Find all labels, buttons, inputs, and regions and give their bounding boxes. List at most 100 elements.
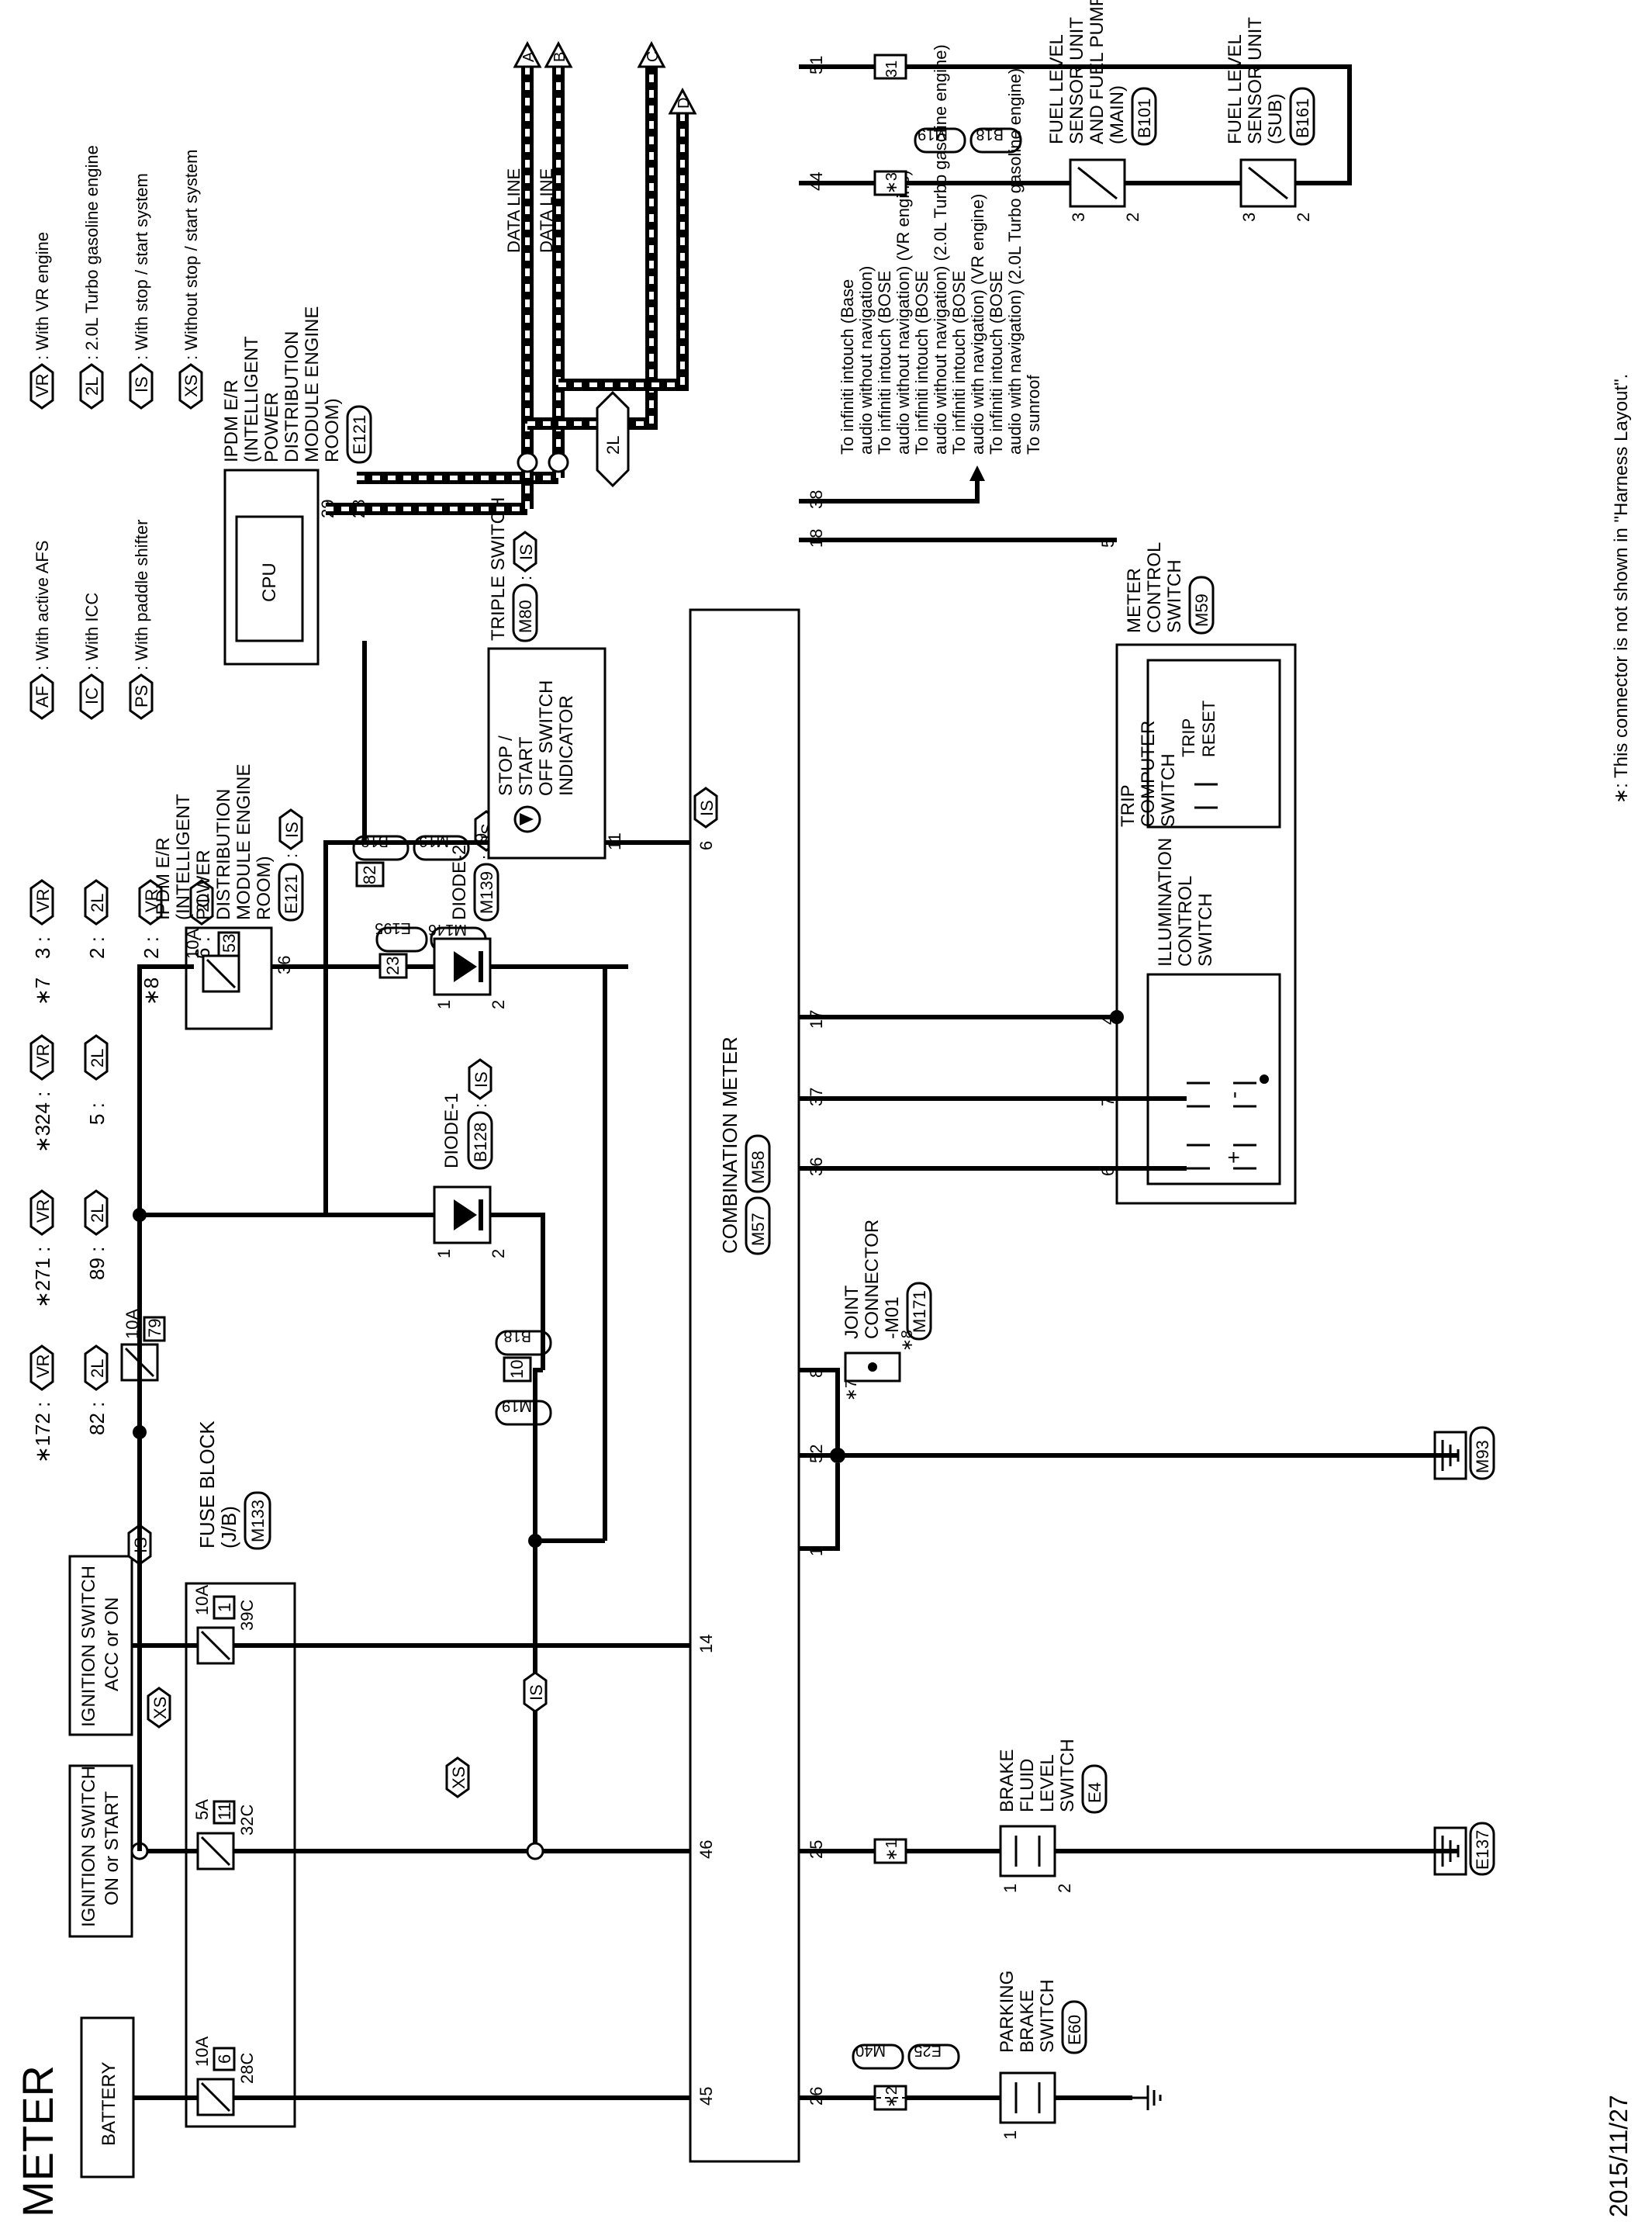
svg-text:MODULE ENGINE: MODULE ENGINE bbox=[233, 764, 254, 920]
svg-text:To infiniti intouch (BOSE: To infiniti intouch (BOSE bbox=[912, 271, 931, 455]
svg-text:DIODE-1: DIODE-1 bbox=[441, 1093, 462, 1168]
svg-text:: With stop / start system: : With stop / start system bbox=[132, 173, 151, 360]
data-line-d bbox=[558, 113, 689, 391]
connector-23 bbox=[378, 953, 408, 979]
svg-text:10A: 10A bbox=[192, 2037, 212, 2067]
joint-connector: ∗7 ∗8 JOINT CONNECTOR -M01 M171 bbox=[842, 1220, 932, 1401]
svg-text:∗7: ∗7 bbox=[31, 978, 54, 1005]
svg-text:CONTROL: CONTROL bbox=[1175, 876, 1196, 967]
svg-text:: With active AFS: : With active AFS bbox=[33, 541, 52, 671]
svg-text:ROOM): ROOM) bbox=[254, 856, 275, 920]
svg-text:PS: PS bbox=[132, 685, 151, 708]
svg-text:FUEL LEVEL: FUEL LEVEL bbox=[1046, 34, 1067, 144]
svg-text:XS: XS bbox=[150, 1697, 170, 1719]
svg-text:: Without stop / start system: : Without stop / start system bbox=[181, 150, 201, 360]
offpage-c: C bbox=[637, 40, 666, 68]
svg-text:POWER: POWER bbox=[261, 392, 282, 462]
ipdm-er-label-1: IPDM E/R (INTELLIGENT POWER DISTRIBUTION… bbox=[153, 764, 304, 922]
svg-text:PARKING: PARKING bbox=[997, 1971, 1018, 2053]
svg-text:2 :: 2 : bbox=[140, 936, 163, 959]
svg-text:B18: B18 bbox=[976, 126, 1004, 143]
svg-text:M139: M139 bbox=[477, 871, 496, 914]
legend-star8: ∗8 2 : VR 6 : 2L bbox=[138, 879, 214, 1005]
svg-text:∗1: ∗1 bbox=[31, 1435, 54, 1463]
svg-text:IPDM E/R: IPDM E/R bbox=[221, 379, 242, 462]
svg-text:A: A bbox=[520, 51, 537, 62]
notes-block: To infiniti intouch (Base audio without … bbox=[838, 44, 1043, 455]
svg-text:IC: IC bbox=[82, 687, 102, 704]
svg-text:XS: XS bbox=[449, 1767, 468, 1789]
svg-text:∗1: ∗1 bbox=[883, 1839, 900, 1861]
connector-star1 bbox=[873, 1838, 907, 1864]
svg-text:INDICATOR: INDICATOR bbox=[556, 695, 577, 796]
svg-text:To infiniti intouch (BOSE: To infiniti intouch (BOSE bbox=[987, 271, 1006, 455]
svg-text:To sunroof: To sunroof bbox=[1024, 374, 1043, 455]
svg-text:3 :: 3 : bbox=[31, 936, 54, 959]
legend-is: IS : With stop / start system bbox=[129, 173, 154, 410]
svg-text:JOINT: JOINT bbox=[842, 1285, 862, 1339]
svg-text:3: 3 bbox=[1069, 213, 1088, 222]
svg-text:5: 5 bbox=[1098, 538, 1118, 548]
svg-text:audio with navigation) (VR eng: audio with navigation) (VR engine) bbox=[968, 194, 987, 455]
svg-text:1: 1 bbox=[434, 1000, 454, 1009]
svg-text:1: 1 bbox=[434, 1249, 454, 1258]
svg-text:RESET: RESET bbox=[1199, 701, 1218, 757]
svg-text:(J/B): (J/B) bbox=[217, 1506, 240, 1549]
svg-text:B101: B101 bbox=[1135, 99, 1154, 138]
svg-text:IS: IS bbox=[132, 376, 151, 393]
svg-text:E25: E25 bbox=[914, 2042, 942, 2059]
svg-text:24 :: 24 : bbox=[31, 1092, 54, 1125]
svg-text:FUEL LEVEL: FUEL LEVEL bbox=[1225, 34, 1246, 144]
svg-text:D: D bbox=[676, 98, 693, 109]
svg-text:1: 1 bbox=[1001, 2130, 1020, 2140]
wire-diode2-return bbox=[490, 964, 607, 1541]
svg-text:AND FUEL PUMP: AND FUEL PUMP bbox=[1087, 0, 1108, 144]
svg-text:FLUID: FLUID bbox=[1017, 1759, 1038, 1812]
svg-text:POWER: POWER bbox=[193, 850, 214, 920]
legend-star2: ∗2 71 : VR 89 : 2L bbox=[29, 1189, 109, 1308]
tag-xs-2: XS bbox=[445, 1756, 470, 1798]
svg-text:82: 82 bbox=[360, 866, 379, 884]
wire-to-ipdm-fuse bbox=[137, 964, 194, 1432]
trip-computer-switch: TRIP RESET TRIP COMPUTER SWITCH bbox=[1118, 659, 1281, 829]
svg-text:2: 2 bbox=[1055, 1884, 1074, 1893]
svg-text:∗3: ∗3 bbox=[31, 1125, 54, 1153]
offpage-b: B bbox=[544, 40, 573, 68]
svg-text:E4: E4 bbox=[1085, 1782, 1104, 1803]
svg-text:M58: M58 bbox=[748, 1151, 768, 1184]
svg-text:B161: B161 bbox=[1293, 99, 1312, 138]
svg-text:∗2: ∗2 bbox=[31, 1280, 54, 1308]
legend-left: ∗1 72 : VR 82 : 2L ∗2 71 : VR 89 : 2L ∗3… bbox=[29, 879, 214, 1463]
svg-text:∗7: ∗7 bbox=[843, 1379, 860, 1401]
svg-text:To infiniti intouch (BOSE: To infiniti intouch (BOSE bbox=[949, 271, 969, 455]
svg-text:IS: IS bbox=[472, 1071, 491, 1088]
wire-to-triple-switch bbox=[323, 641, 367, 1215]
svg-text:TRIPLE SWITCH: TRIPLE SWITCH bbox=[488, 497, 509, 641]
svg-text:audio without navigation): audio without navigation) bbox=[856, 266, 876, 455]
cpu-box bbox=[235, 515, 304, 642]
svg-text:ROOM): ROOM) bbox=[322, 398, 343, 462]
svg-text:BRAKE: BRAKE bbox=[997, 1749, 1018, 1812]
svg-text:SWITCH: SWITCH bbox=[1037, 1979, 1058, 2053]
legend-star7: ∗7 3 : VR 2 : 2L bbox=[29, 879, 109, 1005]
svg-text:E137: E137 bbox=[1473, 1830, 1492, 1870]
svg-text:B128: B128 bbox=[471, 1123, 490, 1162]
offpage-a: A bbox=[513, 40, 542, 68]
svg-text:VR: VR bbox=[33, 888, 53, 912]
svg-text:IS: IS bbox=[517, 544, 536, 560]
ipdm-er-label-2: IPDM E/R (INTELLIGENT POWER DISTRIBUTION… bbox=[221, 306, 372, 464]
cpu-label: CPU bbox=[259, 562, 280, 602]
svg-text:TRIP: TRIP bbox=[1179, 718, 1198, 757]
svg-text::: : bbox=[477, 855, 496, 860]
svg-text:SWITCH: SWITCH bbox=[1164, 559, 1185, 633]
svg-text:1: 1 bbox=[1001, 1884, 1020, 1893]
svg-text:∗3: ∗3 bbox=[883, 172, 900, 194]
svg-text:+: + bbox=[1222, 1151, 1246, 1164]
svg-text:audio without navigation) (2.0: audio without navigation) (2.0L Turbo ga… bbox=[931, 44, 950, 455]
connector-10 bbox=[503, 1356, 532, 1383]
brake-fluid-level-switch: 1 2 BRAKE FLUID LEVEL SWITCH E4 bbox=[997, 1739, 1108, 1893]
tag-2l-data: 2L bbox=[596, 390, 630, 488]
svg-text:DIODE-2: DIODE-2 bbox=[449, 845, 470, 920]
combination-meter-label: COMBINATION METER bbox=[718, 1036, 741, 1254]
